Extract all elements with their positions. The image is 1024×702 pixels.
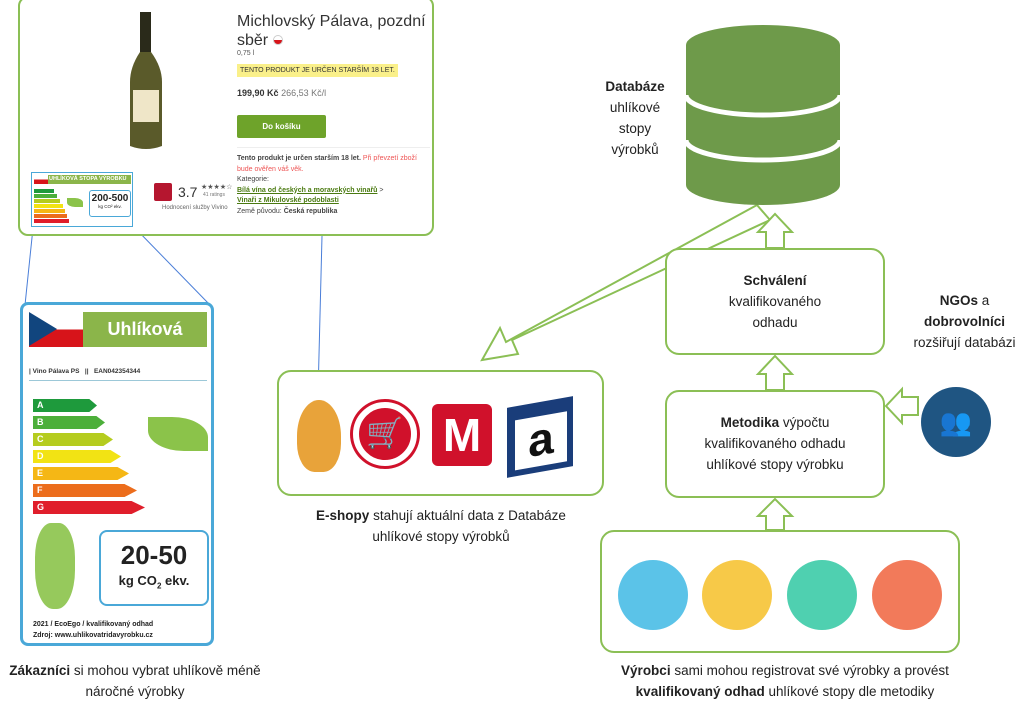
cart-logo-icon: 🛒 <box>353 402 417 466</box>
zoom-line-left <box>24 227 34 306</box>
product-price: 199,90 Kč 266,53 Kč/l <box>237 88 327 98</box>
category-link-1[interactable]: Bílá vína od českých a moravských vinařů <box>237 186 378 194</box>
letter-m-logo-icon: M <box>432 404 492 466</box>
category-link-2[interactable]: Vinaři z Mikulovské podoblasti <box>237 197 339 204</box>
assembly-line-icon <box>702 560 772 630</box>
product-title: Michlovský Pálava, pozdní sběr <box>237 13 426 49</box>
rating-count: 41 ratings <box>203 192 225 198</box>
customers-caption: Zákazníci si mohou vybrat uhlíkově méně … <box>9 663 261 699</box>
carbon-value-box: 20-50 kg CO2 ekv. <box>99 530 209 606</box>
methodology-box: Metodika výpočtu kvalifikovaného odhadu … <box>665 390 885 498</box>
wine-bottle-image <box>130 12 162 149</box>
robotic-arm-icon <box>787 560 857 630</box>
database-icon <box>683 25 843 205</box>
label-title: Uhlíková stopa <box>83 312 207 374</box>
czech-flag-icon <box>272 35 283 45</box>
energy-class-a: A <box>33 399 97 412</box>
product-volume: 0,75 l <box>237 50 255 57</box>
arrow-db-to-eshops <box>480 203 772 362</box>
zoom-line-right <box>134 227 211 306</box>
energy-class-b: B <box>33 416 105 429</box>
energy-class-d: D <box>33 450 121 463</box>
producers-caption: Výrobci sami mohou registrovat své výrob… <box>621 663 949 699</box>
arrow-approval-to-db <box>755 212 795 249</box>
leaf-icon <box>148 417 208 451</box>
bottling-line-icon <box>872 560 942 630</box>
mini-carbon-label: UHLÍKOVÁ STOPA VÝROBKU 200-500 kg CO² ek… <box>31 172 133 227</box>
croissant-icon <box>297 400 341 472</box>
energy-class-g: G <box>33 501 145 514</box>
energy-class-e: E <box>33 467 129 480</box>
rating-value: 3.7 <box>178 184 198 200</box>
arrow-producers-to-method <box>755 497 795 531</box>
czech-flag-icon <box>29 312 83 347</box>
eshop-link-line <box>317 235 323 396</box>
eshops-caption: E-shopy stahují aktuální data z Databáze… <box>316 508 566 544</box>
letter-a-logo-icon: a <box>507 396 573 478</box>
volunteers-icon: 👥 <box>921 387 991 457</box>
vivino-icon <box>154 183 172 201</box>
product-info: Tento produkt je určen starším 18 let. P… <box>237 155 417 215</box>
carbon-value: 20-50 <box>120 540 188 570</box>
age-warning-badge: TENTO PRODUKT JE URČEN STARŠÍM 18 LET. <box>237 64 398 77</box>
unit-price: 266,53 Kč/l <box>281 88 327 98</box>
rating-stars: ★★★★☆ <box>201 184 233 191</box>
energy-class-c: C <box>33 433 113 446</box>
footprint-icon <box>35 523 75 609</box>
factory-robot-icon <box>618 560 688 630</box>
rating-source: Hodnocení služby Vivino <box>162 205 228 211</box>
arrow-method-to-approval <box>755 354 795 391</box>
leaf-icon <box>67 198 83 207</box>
add-to-cart-button[interactable]: Do košíku <box>237 115 326 138</box>
arrow-ngo-to-method <box>884 386 919 426</box>
carbon-unit: kg CO2 ekv. <box>118 573 190 591</box>
energy-class-f: F <box>33 484 137 497</box>
label-product-line: | Vino Pálava PS || EAN042354344 <box>29 368 141 375</box>
carbon-footprint-label: Uhlíková stopa | Vino Pálava PS || EAN04… <box>20 302 214 646</box>
